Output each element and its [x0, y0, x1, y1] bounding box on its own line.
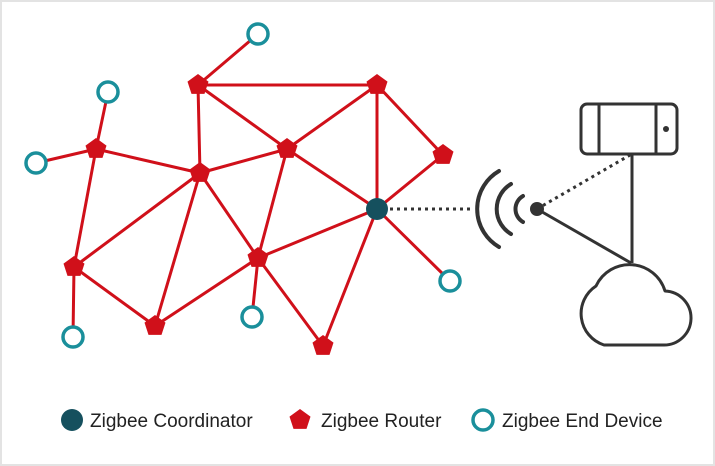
link [196, 83, 202, 175]
signal-arc [513, 194, 525, 224]
link [198, 171, 260, 260]
filled-circle-icon [366, 198, 388, 220]
routers [63, 74, 454, 355]
filled-circle-icon [61, 409, 83, 431]
link [285, 147, 379, 211]
pentagon-icon [187, 74, 209, 94]
hollow-circle-icon [246, 22, 270, 46]
wireless-signal-icon [475, 169, 525, 249]
phone-body [579, 102, 679, 156]
pentagon-icon [63, 256, 85, 276]
legend-label-end-device: Zigbee End Device [502, 411, 663, 432]
end-devices [24, 22, 462, 349]
link [94, 147, 202, 175]
link [153, 171, 202, 328]
pentagon-icon [276, 138, 298, 158]
hollow-circle-icon [438, 269, 462, 293]
cloud-link [536, 207, 632, 265]
hollow-circle-icon [96, 80, 120, 104]
link [196, 32, 260, 87]
hollow-circle-icon [24, 151, 48, 175]
link [375, 153, 445, 211]
hollow-circle-icon [61, 325, 85, 349]
cloud-icon [579, 263, 693, 347]
link [256, 147, 289, 260]
access-point-icon [530, 202, 544, 216]
legend-label-coordinator: Zigbee Coordinator [90, 411, 253, 432]
mesh-links [34, 32, 452, 348]
hollow-circle-icon [471, 408, 495, 432]
legend: Zigbee Coordinator Zigbee Router Zigbee … [61, 408, 663, 432]
pentagon-icon [432, 144, 454, 164]
link [375, 207, 452, 283]
link [196, 83, 289, 151]
hollow-circle-icon [240, 305, 264, 329]
pentagon-icon [85, 138, 107, 158]
phone-wireless-link [536, 153, 631, 211]
pentagon-icon [312, 335, 334, 355]
link [285, 83, 379, 151]
smartphone-icon [579, 102, 679, 156]
link [72, 265, 157, 328]
link [198, 147, 289, 175]
legend-label-router: Zigbee Router [321, 411, 442, 432]
legend-item-coordinator: Zigbee Coordinator [61, 409, 253, 432]
signal-arc [475, 169, 501, 249]
legend-item-router: Zigbee Router [289, 409, 442, 432]
pentagon-icon [366, 74, 388, 94]
signal-arc [494, 182, 513, 236]
pentagon-icon [289, 409, 311, 429]
link [375, 83, 445, 157]
link [321, 207, 379, 348]
link [72, 171, 202, 269]
phone-button [663, 126, 669, 132]
pentagon-icon [144, 315, 166, 335]
link [256, 256, 325, 348]
pentagon-icon [189, 162, 211, 182]
legend-item-end-device: Zigbee End Device [471, 408, 663, 432]
link [72, 147, 98, 269]
pentagon-icon [247, 247, 269, 267]
link [256, 207, 379, 260]
gateway [530, 153, 634, 265]
link [153, 256, 260, 328]
